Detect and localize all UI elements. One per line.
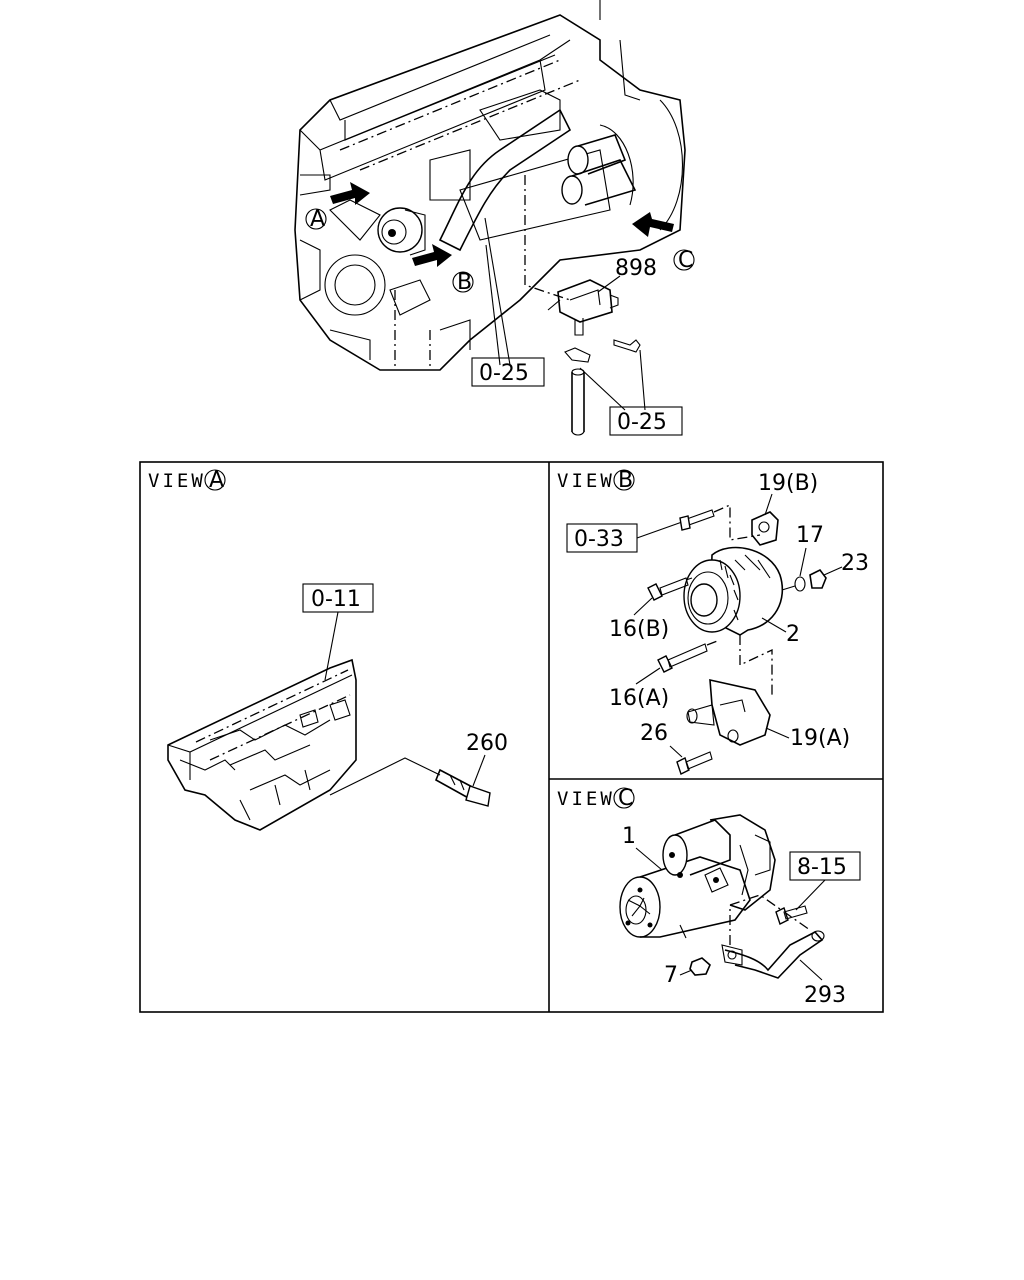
ref-box-025-left [471,357,545,387]
sensor-260-drawing [434,768,491,807]
alternator-drawing [683,546,784,636]
view-c-title-circle [613,787,635,809]
part-label-898: 898 [615,256,657,281]
view-c-panel: VIEW C [557,786,861,1008]
view-b-marker-overview: B [457,270,472,295]
cylinder-head-drawing [167,658,357,831]
view-b-title: VIEW [557,470,615,492]
view-c-title: VIEW [557,788,615,810]
ref-box-025-right [609,406,683,436]
part-label-2: 2 [786,622,800,647]
ref-label-025-right: 0-25 [617,410,667,435]
view-b-title-marker: B [618,468,633,493]
view-a-title-circle [204,469,226,491]
part-label-19b: 19(B) [758,471,818,496]
part-label-16b: 16(B) [609,617,669,642]
part-label-23: 23 [841,551,869,576]
ref-label-815: 8-15 [797,855,847,880]
ref-label-033: 0-33 [574,527,624,552]
part-label-19a: 19(A) [790,726,850,751]
part-label-293: 293 [804,983,846,1008]
part-label-26: 26 [640,721,668,746]
engine-overview-drawing [294,0,695,436]
part-label-17: 17 [796,523,824,548]
view-a-title-marker: A [209,468,224,493]
view-c-title-marker: C [618,786,633,811]
ref-label-011: 0-11 [311,587,361,612]
part-label-260: 260 [466,731,508,756]
views-frame [139,461,884,1013]
view-b-title-circle [613,469,635,491]
view-a-panel: VIEW A 0-11 260 [148,468,508,831]
view-a-marker-overview: A [310,207,325,232]
starter-motor-drawing [619,814,776,939]
view-a-title: VIEW [148,470,206,492]
view-b-panel: VIEW B 0-33 [557,468,869,775]
part-label-7: 7 [664,963,678,988]
view-c-marker-overview: C [678,248,693,273]
part-label-1: 1 [622,824,636,849]
part-label-16a: 16(A) [609,686,669,711]
ref-label-025-left: 0-25 [479,361,529,386]
